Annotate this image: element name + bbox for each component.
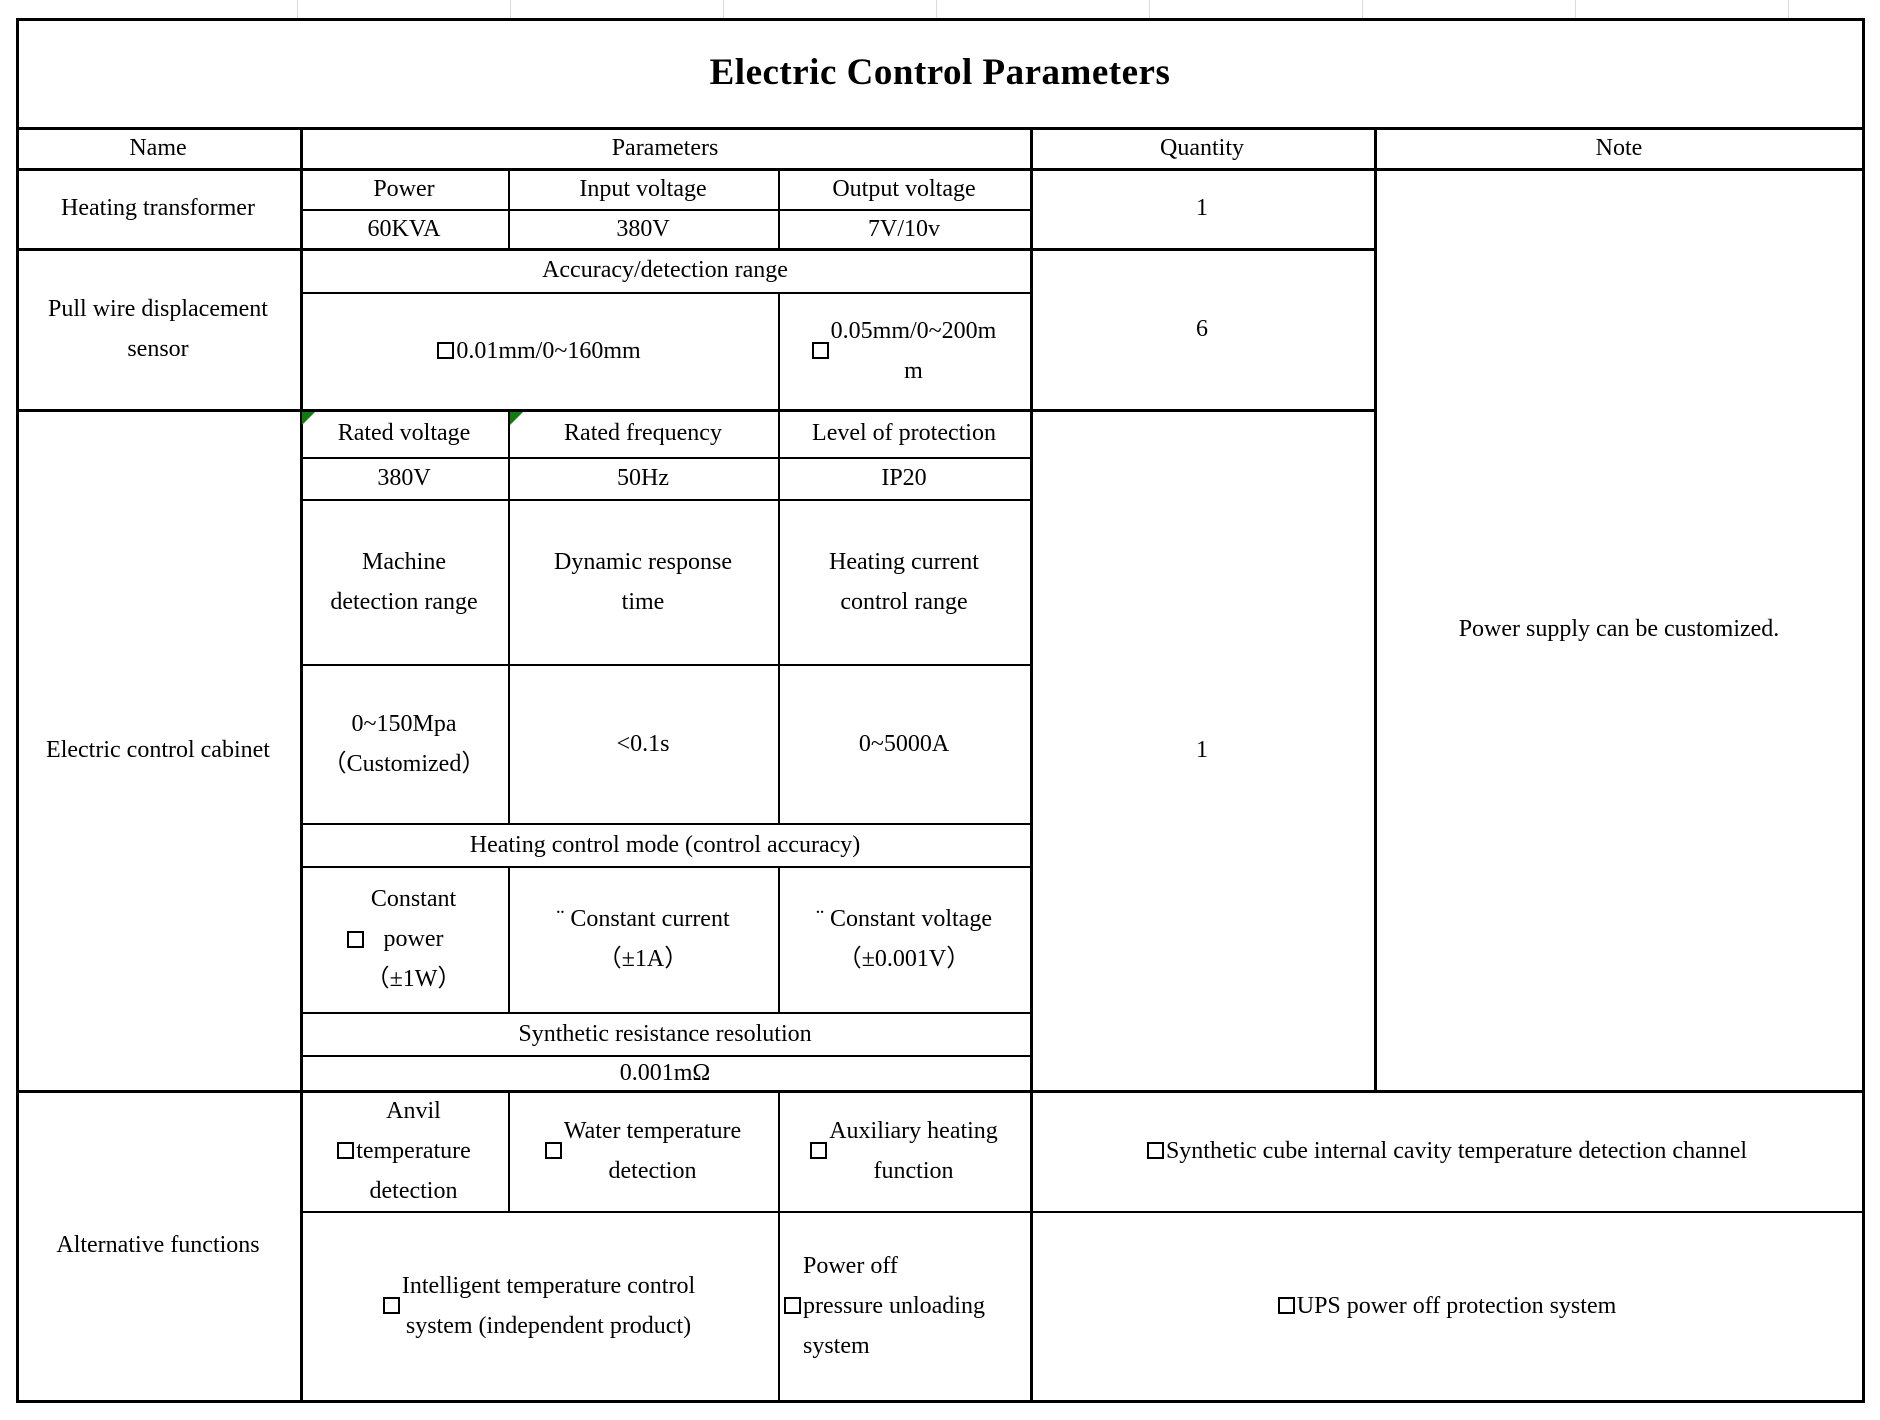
grid-line xyxy=(300,1055,1030,1057)
grid-line xyxy=(508,409,510,823)
cell-protection-level-value: IP20 xyxy=(881,465,927,491)
cell-power-label: Power xyxy=(373,175,435,202)
checkbox-icon xyxy=(784,1297,801,1314)
cell-heating-transformer-quantity: 1 xyxy=(1196,195,1208,221)
checkbox-icon xyxy=(810,1142,828,1159)
grid-line xyxy=(1862,18,1865,1403)
grid-line xyxy=(300,664,1030,666)
grid-line xyxy=(300,292,1030,294)
cell-heating-transformer-name: Heating transformer xyxy=(61,195,255,221)
table-title: Electric Control Parameters xyxy=(709,51,1171,93)
cell-alternative-functions-name: Alternative functions xyxy=(56,1232,260,1258)
cell-resistance-resolution-value: 0.001mΩ xyxy=(619,1059,711,1086)
cell-rated-voltage-label: Rated voltage xyxy=(337,420,471,446)
cell-error-indicator-icon xyxy=(510,412,523,425)
checkbox-icon xyxy=(811,342,829,359)
cell-rated-frequency-label: Rated frequency xyxy=(564,420,722,446)
grid-line xyxy=(16,248,1377,251)
cell-control-cabinet-quantity: 1 xyxy=(1196,736,1208,763)
grid-line xyxy=(16,127,1865,130)
checkbox-icon xyxy=(437,342,455,359)
cell-dynamic-response-value: <0.1s xyxy=(616,730,670,757)
cell-accuracy-range-header: Accuracy/detection range xyxy=(542,257,788,283)
cell-synthetic-cube-option: Synthetic cube internal cavity temperatu… xyxy=(1030,1090,1864,1211)
checkbox-icon xyxy=(544,1142,562,1159)
grid-line xyxy=(300,866,1030,868)
cell-ups-protection-option: UPS power off protection system xyxy=(1030,1211,1864,1400)
column-header-note: Note xyxy=(1595,134,1643,161)
sheet-gridline xyxy=(1149,0,1150,18)
grid-line xyxy=(508,1090,510,1211)
grid-line xyxy=(300,209,1030,211)
checkbox-icon xyxy=(1277,1297,1295,1314)
grid-line xyxy=(300,457,1030,459)
cell-range-option-a: 0.01mm/0~160mm xyxy=(300,292,778,409)
sheet-gridline xyxy=(510,0,511,18)
grid-line xyxy=(16,1090,1865,1093)
sheet-gridline xyxy=(297,0,298,18)
grid-line xyxy=(508,168,510,248)
cell-protection-level-label: Level of protection xyxy=(812,420,996,446)
checkbox-icon xyxy=(382,1297,400,1314)
grid-line xyxy=(300,1211,1865,1213)
column-header-quantity: Quantity xyxy=(1160,134,1244,161)
cell-input-voltage-label: Input voltage xyxy=(579,175,707,202)
grid-line xyxy=(1374,127,1377,1090)
sheet-gridline xyxy=(1575,0,1576,18)
checkbox-icon xyxy=(1146,1142,1164,1159)
grid-line xyxy=(16,18,19,1403)
cell-heating-current-value: 0~5000A xyxy=(858,730,950,757)
checkbox-icon xyxy=(346,930,364,948)
column-header-parameters: Parameters xyxy=(611,134,719,161)
sheet-gridline xyxy=(1788,0,1789,18)
sheet-gridline xyxy=(723,0,724,18)
sheet-gridline xyxy=(1362,0,1363,18)
cell-power-value: 60KVA xyxy=(367,215,441,242)
cell-note-power-supply: Power supply can be customized. xyxy=(1458,616,1780,642)
grid-line xyxy=(300,499,1030,501)
cell-output-voltage-label: Output voltage xyxy=(832,175,976,202)
sheet-gridline xyxy=(936,0,937,18)
cell-output-voltage-value: 7V/10v xyxy=(868,215,940,242)
cell-constant-voltage-option: ¨ Constant voltage（±0.001V） xyxy=(816,906,992,972)
cell-rated-frequency-value: 50Hz xyxy=(617,465,669,491)
checkbox-icon xyxy=(337,1142,355,1159)
cell-heating-control-mode-header: Heating control mode (control accuracy) xyxy=(469,831,861,858)
grid-line xyxy=(300,823,1030,825)
cell-constant-current-option: ¨ Constant current（±1A） xyxy=(556,906,730,972)
grid-line xyxy=(16,1400,1865,1403)
grid-line xyxy=(16,409,1377,412)
grid-line xyxy=(778,168,780,248)
cell-error-indicator-icon xyxy=(302,412,315,425)
grid-line xyxy=(778,866,780,1012)
grid-line xyxy=(508,866,510,1012)
cell-pull-wire-quantity: 6 xyxy=(1196,315,1208,342)
cell-input-voltage-value: 380V xyxy=(616,215,670,242)
cell-machine-detection-value: 0~150Mpa（Customized） xyxy=(322,710,486,777)
cell-control-cabinet-name: Electric control cabinet xyxy=(46,736,270,763)
grid-line xyxy=(16,18,1865,21)
grid-line xyxy=(1030,127,1033,1400)
grid-line xyxy=(300,127,303,1400)
column-header-name: Name xyxy=(129,134,187,161)
cell-resistance-resolution-header: Synthetic resistance resolution xyxy=(518,1020,812,1047)
cell-rated-voltage-value: 380V xyxy=(377,465,431,491)
grid-line xyxy=(778,1090,780,1400)
grid-line xyxy=(16,168,1865,171)
grid-line xyxy=(778,292,780,823)
grid-line xyxy=(300,1012,1030,1014)
